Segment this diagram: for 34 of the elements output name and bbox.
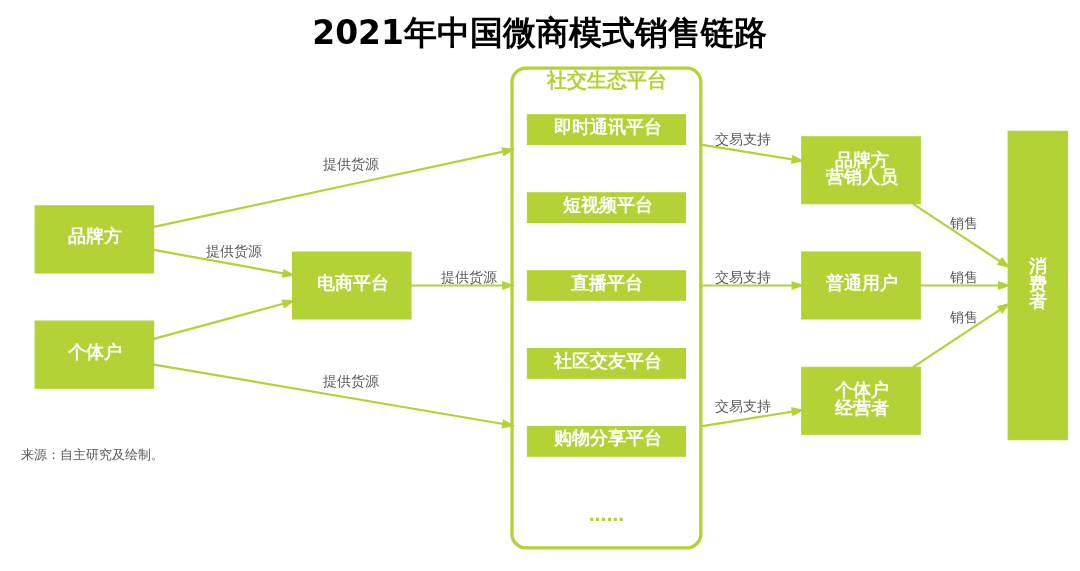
edge-label: 交易支持 [715, 131, 772, 148]
node-box: 个体户经营者 [801, 366, 921, 435]
node-box: 个体户 [34, 320, 155, 389]
arrow [912, 302, 1011, 369]
arrow [153, 147, 516, 228]
edge-label: 销售 [949, 268, 978, 285]
node-box: 品牌方 [34, 205, 155, 274]
edge-label: 销售 [949, 309, 978, 326]
node-box: 电商平台 [291, 251, 412, 320]
label: 来源：自主研究及绘制。 [21, 447, 165, 463]
edge-label: 销售 [949, 214, 978, 231]
arrow [920, 280, 1012, 291]
edge-label: 提供货源 [440, 268, 497, 285]
node-box: 普通用户 [801, 251, 921, 320]
arrow [153, 363, 516, 429]
edge-label: 提供货源 [205, 243, 262, 260]
edge-label: 提供货源 [323, 155, 380, 172]
edge-label: 交易支持 [715, 268, 772, 285]
arrow [411, 280, 516, 291]
edge-label: 提供货源 [323, 372, 380, 389]
node-box: 购物分享平台 [526, 426, 686, 457]
arrow [700, 143, 805, 164]
arrow [912, 202, 1011, 269]
node-box: 品牌方营销人员 [801, 136, 921, 205]
node-box: 社区交友平台 [526, 348, 686, 379]
arrow [700, 280, 805, 291]
node-box: 直播平台 [526, 270, 686, 301]
edge-label: 交易支持 [715, 398, 772, 415]
arrow [700, 407, 805, 428]
node-box: 即时通讯平台 [526, 114, 686, 145]
label: …… [588, 505, 624, 526]
node-box: 短视频平台 [526, 192, 686, 223]
diagram-title: 2021年中国微商模式销售链路 [312, 13, 767, 53]
node-box: 消费者 [1007, 130, 1068, 441]
